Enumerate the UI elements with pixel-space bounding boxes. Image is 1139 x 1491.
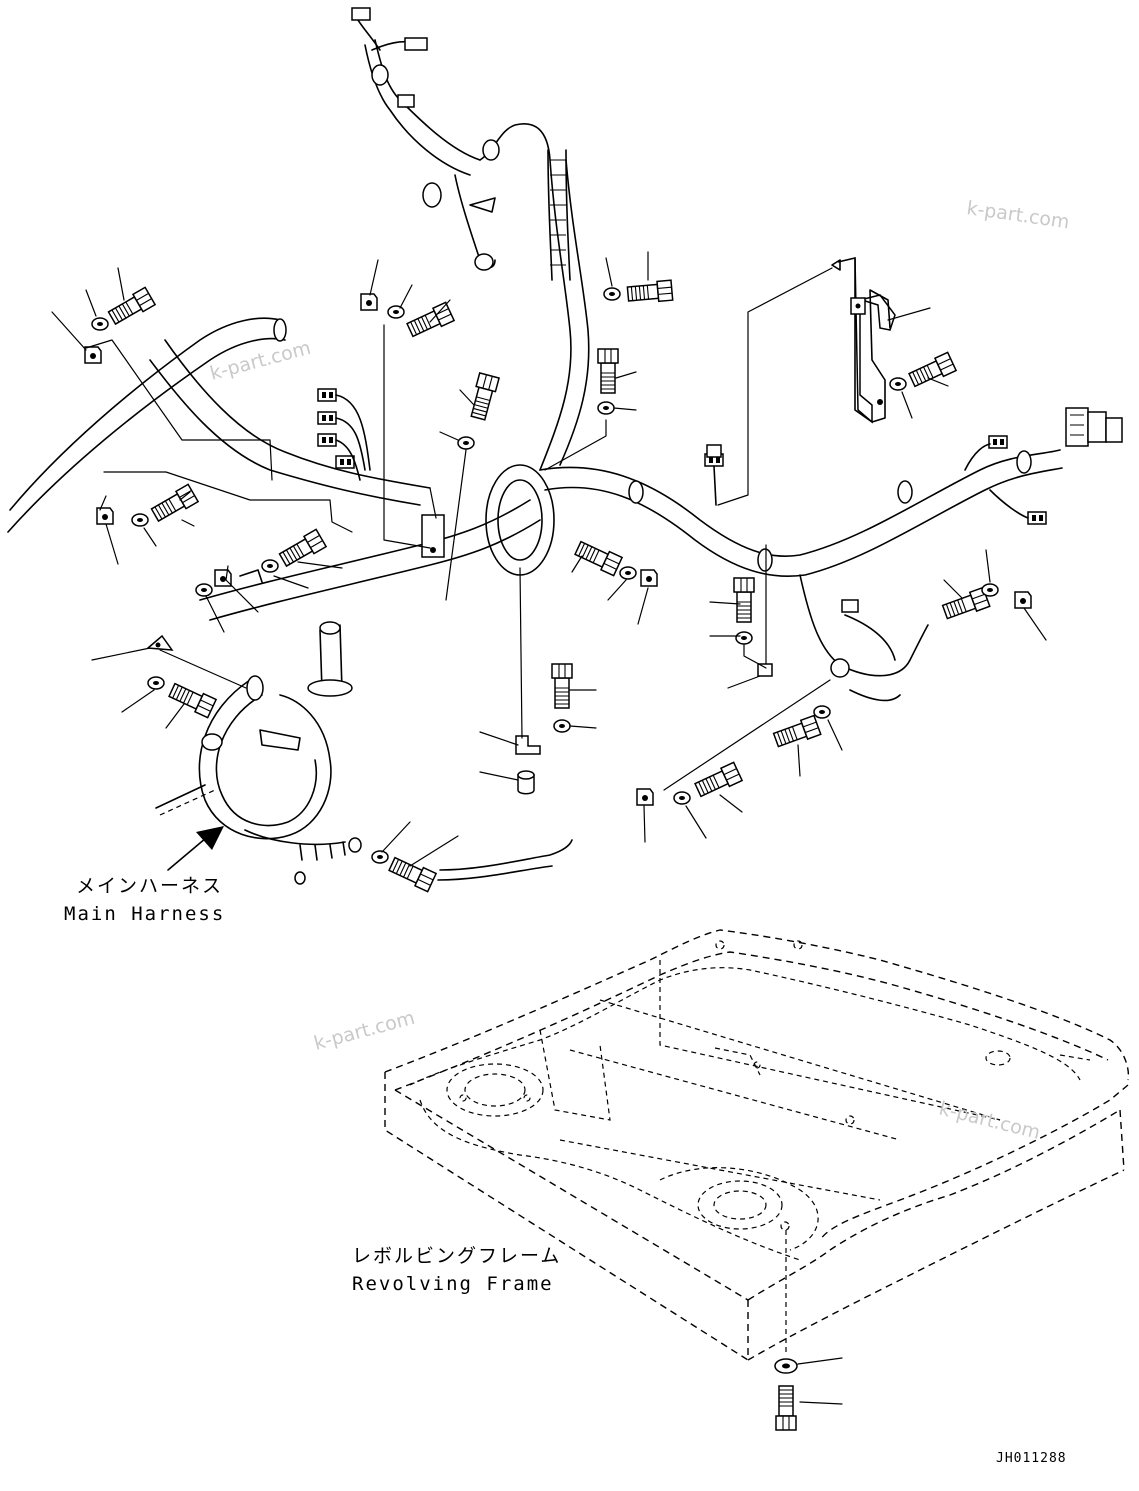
main-harness-label-en: Main Harness bbox=[64, 903, 225, 925]
main-harness-wiring bbox=[7, 7, 1123, 885]
main-harness-label-jp: メインハーネス bbox=[76, 875, 223, 897]
watermark-3: k-part.com bbox=[312, 1007, 418, 1055]
revolving-frame-label-en: Revolving Frame bbox=[352, 1273, 554, 1295]
leader-lines bbox=[51, 251, 1047, 1405]
revolving-frame-label-jp: レボルビングフレーム bbox=[352, 1245, 561, 1267]
revolving-frame bbox=[384, 929, 1130, 1361]
drawing-code: JH011288 bbox=[996, 1451, 1067, 1466]
watermark-4: k-part.com bbox=[937, 1098, 1043, 1144]
harness-bracket bbox=[831, 257, 896, 424]
main-harness-arrow bbox=[167, 826, 224, 871]
watermark-1: k-part.com bbox=[965, 197, 1071, 233]
watermark-2: k-part.com bbox=[208, 337, 314, 385]
fasteners bbox=[84, 279, 1032, 1431]
